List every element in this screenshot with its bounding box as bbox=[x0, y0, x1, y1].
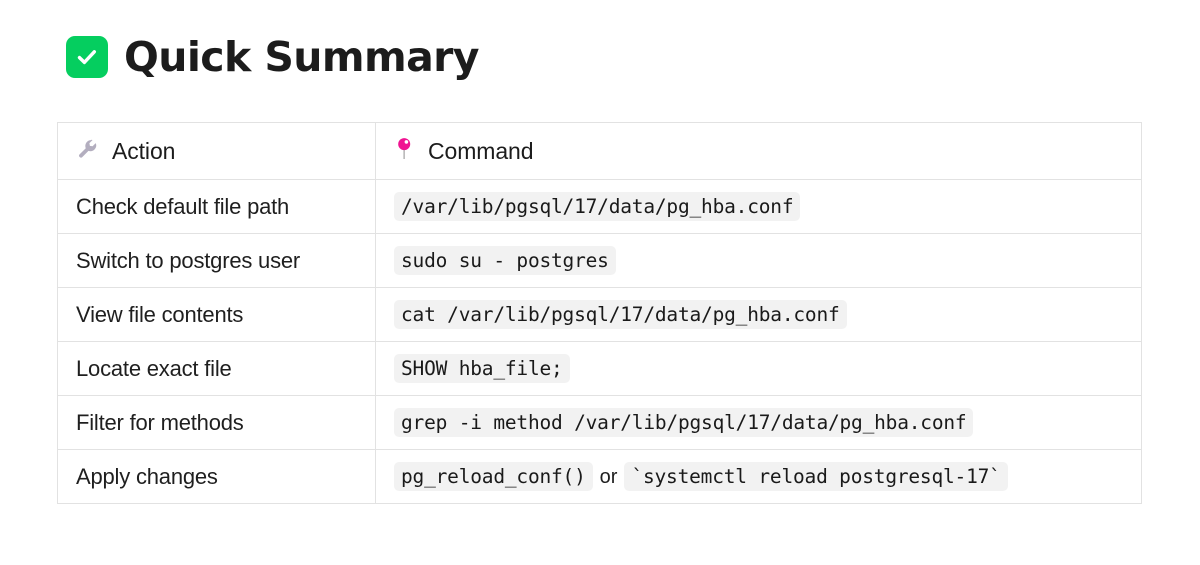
wrench-icon bbox=[76, 137, 99, 165]
cell-command: /var/lib/pgsql/17/data/pg_hba.conf bbox=[375, 179, 1142, 234]
cell-command: grep -i method /var/lib/pgsql/17/data/pg… bbox=[375, 395, 1142, 450]
column-header-command-label: Command bbox=[428, 137, 534, 164]
summary-table-container: Action Command bbox=[0, 78, 1200, 504]
cell-action: Apply changes bbox=[57, 449, 376, 504]
action-text: Filter for methods bbox=[76, 409, 244, 435]
command-code[interactable]: /var/lib/pgsql/17/data/pg_hba.conf bbox=[394, 192, 801, 221]
column-header-action: Action bbox=[57, 122, 376, 180]
cell-command: cat /var/lib/pgsql/17/data/pg_hba.conf bbox=[375, 287, 1142, 342]
command-line: cat /var/lib/pgsql/17/data/pg_hba.conf bbox=[394, 300, 1123, 329]
command-line: /var/lib/pgsql/17/data/pg_hba.conf bbox=[394, 192, 1123, 221]
command-code[interactable]: pg_reload_conf() bbox=[394, 462, 593, 491]
table-header-row: Action Command bbox=[57, 122, 1142, 180]
command-line: sudo su - postgres bbox=[394, 246, 1123, 275]
table-row: Check default file path/var/lib/pgsql/17… bbox=[57, 179, 1142, 234]
cell-action: Filter for methods bbox=[57, 395, 376, 450]
column-header-action-label: Action bbox=[112, 137, 176, 164]
cell-action: Locate exact file bbox=[57, 341, 376, 396]
action-text: View file contents bbox=[76, 301, 244, 327]
round-pushpin-icon bbox=[394, 137, 415, 165]
table-row: Switch to postgres user sudo su - postgre… bbox=[57, 233, 1142, 288]
white-check-mark-icon bbox=[66, 36, 108, 78]
table-row: Locate exact file SHOW hba_file; bbox=[57, 341, 1142, 396]
table-header: Action Command bbox=[57, 122, 1142, 180]
cell-action: Switch to postgres user bbox=[57, 233, 376, 288]
action-text: Apply changes bbox=[76, 463, 218, 489]
summary-table: Action Command bbox=[57, 122, 1142, 504]
cell-command: pg_reload_conf() or `systemctl reload post… bbox=[375, 449, 1142, 504]
command-code[interactable]: grep -i method /var/lib/pgsql/17/data/pg… bbox=[394, 408, 974, 437]
cell-action: View file contents bbox=[57, 287, 376, 342]
cell-action: Check default file path bbox=[57, 179, 376, 234]
command-text: or bbox=[599, 466, 618, 488]
command-code[interactable]: SHOW hba_file; bbox=[394, 354, 570, 383]
page-title: Quick Summary bbox=[124, 32, 480, 81]
action-text: Check default file path bbox=[76, 193, 290, 219]
command-line: pg_reload_conf() or `systemctl reload post… bbox=[394, 462, 1123, 491]
action-text: Locate exact file bbox=[76, 355, 232, 381]
command-line: SHOW hba_file; bbox=[394, 354, 1123, 383]
table-row: Filter for methods grep -i method /var/li… bbox=[57, 395, 1142, 450]
action-text: Switch to postgres user bbox=[76, 247, 301, 273]
table-row: Apply changes pg_reload_conf() or `systemct… bbox=[57, 449, 1142, 504]
command-line: grep -i method /var/lib/pgsql/17/data/pg… bbox=[394, 408, 1123, 437]
table-row: View file contents cat /var/lib/pgsql/17/… bbox=[57, 287, 1142, 342]
cell-command: sudo su - postgres bbox=[375, 233, 1142, 288]
cell-command: SHOW hba_file; bbox=[375, 341, 1142, 396]
command-code[interactable]: cat /var/lib/pgsql/17/data/pg_hba.conf bbox=[394, 300, 847, 329]
page-heading: Quick Summary bbox=[0, 0, 1200, 78]
table-body: Check default file path/var/lib/pgsql/17… bbox=[57, 179, 1142, 504]
command-code[interactable]: sudo su - postgres bbox=[394, 246, 616, 275]
command-code[interactable]: `systemctl reload postgresql-17` bbox=[624, 462, 1008, 491]
column-header-command: Command bbox=[375, 122, 1142, 180]
